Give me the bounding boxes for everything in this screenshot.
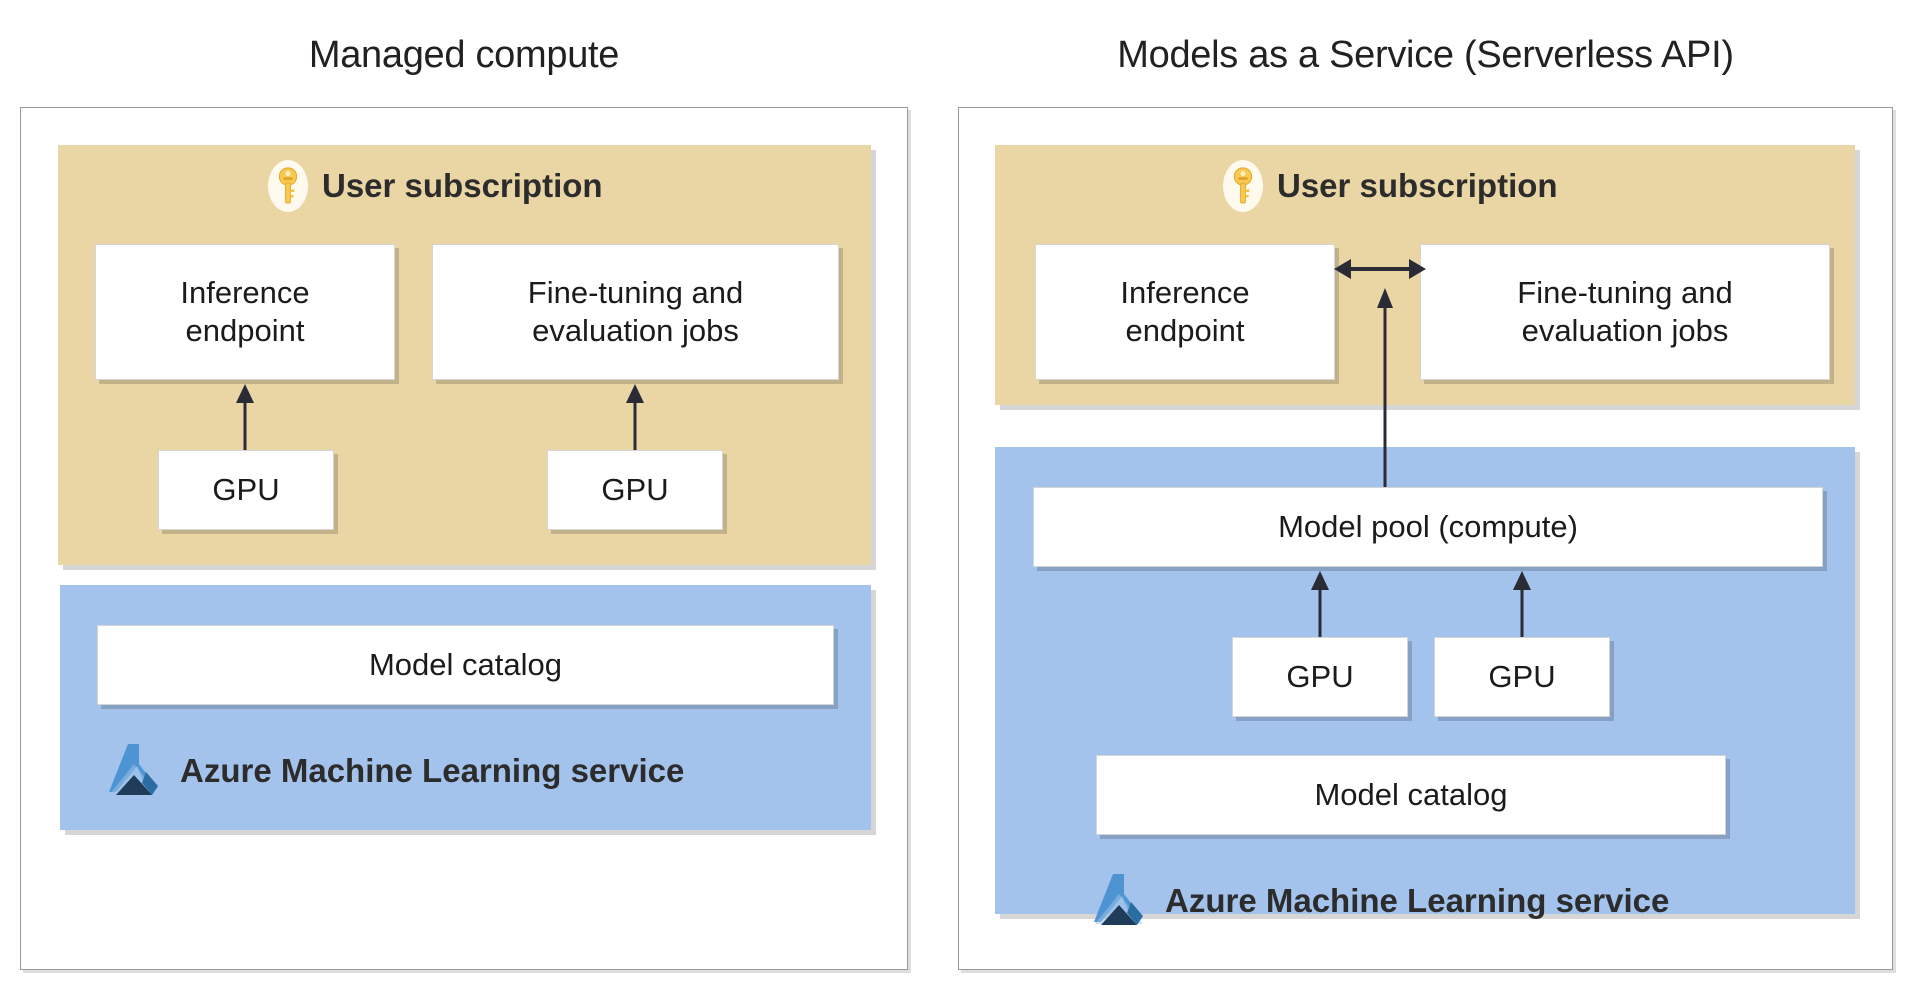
box-model-pool-right: Model pool (compute) — [1033, 487, 1823, 567]
key-icon — [1223, 160, 1263, 212]
box-model-catalog-right: Model catalog — [1096, 755, 1726, 835]
box-line-1: Model catalog — [368, 647, 562, 683]
user-subscription-label: User subscription — [1277, 167, 1558, 204]
box-fine-tuning-jobs-right: Fine-tuning and evaluation jobs — [1420, 244, 1830, 380]
user-subscription-header-right: User subscription — [1223, 160, 1558, 212]
azure-ml-service-footer-right: Azure Machine Learning service — [1093, 872, 1669, 930]
key-icon — [268, 160, 308, 212]
box-line-2: endpoint — [185, 313, 305, 348]
azure-ml-service-label: Azure Machine Learning service — [180, 752, 685, 789]
box-line-2: endpoint — [1125, 313, 1245, 348]
arrow-gpu2-to-model-pool — [1511, 571, 1533, 637]
box-line-2: evaluation jobs — [532, 313, 739, 348]
panel-title-managed-compute: Managed compute — [308, 34, 620, 76]
box-line-1: Fine-tuning and — [1517, 275, 1733, 311]
box-line-1: GPU — [212, 472, 280, 508]
box-gpu-2-right: GPU — [1434, 637, 1610, 717]
box-gpu-1-left: GPU — [158, 450, 334, 530]
box-line-1: Inference — [1120, 275, 1250, 311]
box-model-catalog-left: Model catalog — [97, 625, 834, 705]
box-line-1: Model pool (compute) — [1278, 509, 1578, 545]
box-line-1: Fine-tuning and — [527, 275, 744, 311]
user-subscription-header-left: User subscription — [268, 160, 603, 212]
box-line-1: Inference — [180, 275, 310, 311]
arrow-gpu1-to-model-pool — [1309, 571, 1331, 637]
user-subscription-label: User subscription — [322, 167, 603, 204]
panel-title-models-as-a-service: Models as a Service (Serverless API) — [1117, 34, 1734, 76]
box-line-1: GPU — [601, 472, 669, 508]
azure-ml-flask-icon — [1093, 872, 1147, 930]
box-line-1: Model catalog — [1314, 777, 1508, 813]
azure-ml-flask-icon — [108, 742, 162, 800]
box-gpu-2-left: GPU — [547, 450, 723, 530]
box-fine-tuning-jobs-left: Fine-tuning and evaluation jobs — [432, 244, 839, 380]
arrow-inference-finetune-bidirectional — [1334, 256, 1426, 282]
arrow-model-pool-to-subscription — [1374, 288, 1396, 488]
azure-ml-service-label: Azure Machine Learning service — [1165, 882, 1670, 919]
arrow-gpu1-to-inference-left — [234, 384, 256, 450]
box-inference-endpoint-right: Inference endpoint — [1035, 244, 1335, 380]
box-line-1: GPU — [1488, 659, 1556, 695]
box-gpu-1-right: GPU — [1232, 637, 1408, 717]
azure-ml-service-footer-left: Azure Machine Learning service — [108, 742, 684, 800]
box-inference-endpoint-left: Inference endpoint — [95, 244, 395, 380]
box-line-1: GPU — [1286, 659, 1354, 695]
arrow-gpu2-to-finetune-left — [624, 384, 646, 450]
box-line-2: evaluation jobs — [1521, 313, 1729, 348]
